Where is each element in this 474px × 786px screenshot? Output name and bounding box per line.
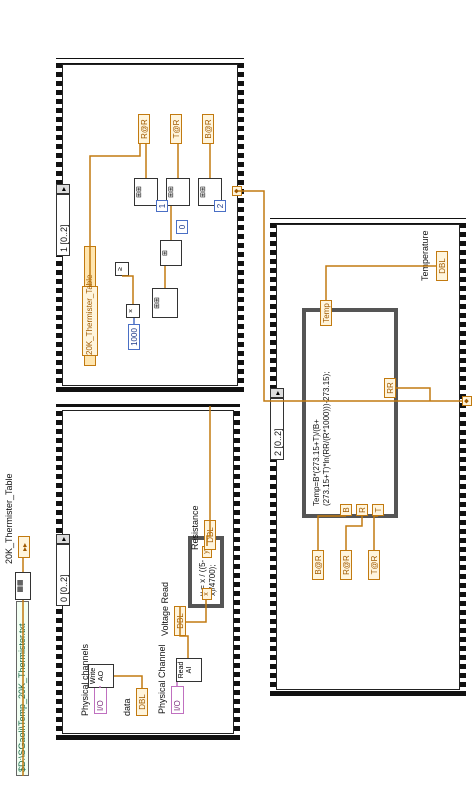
wire-temp-out — [325, 265, 436, 300]
wire-r-in — [345, 516, 363, 550]
wire-formula-resistance — [206, 520, 211, 546]
wire-table-to-r — [89, 144, 141, 286]
wire-data — [114, 675, 143, 688]
wire-rr-in — [396, 387, 431, 401]
wire-mult-compare — [122, 275, 134, 304]
wire-frame1-to-frame3 — [238, 190, 462, 402]
wire-voltage-to-formula — [186, 600, 207, 623]
wire-read-voltage — [179, 606, 189, 658]
wire-b-in — [317, 515, 346, 550]
wire-t-in — [373, 515, 378, 550]
